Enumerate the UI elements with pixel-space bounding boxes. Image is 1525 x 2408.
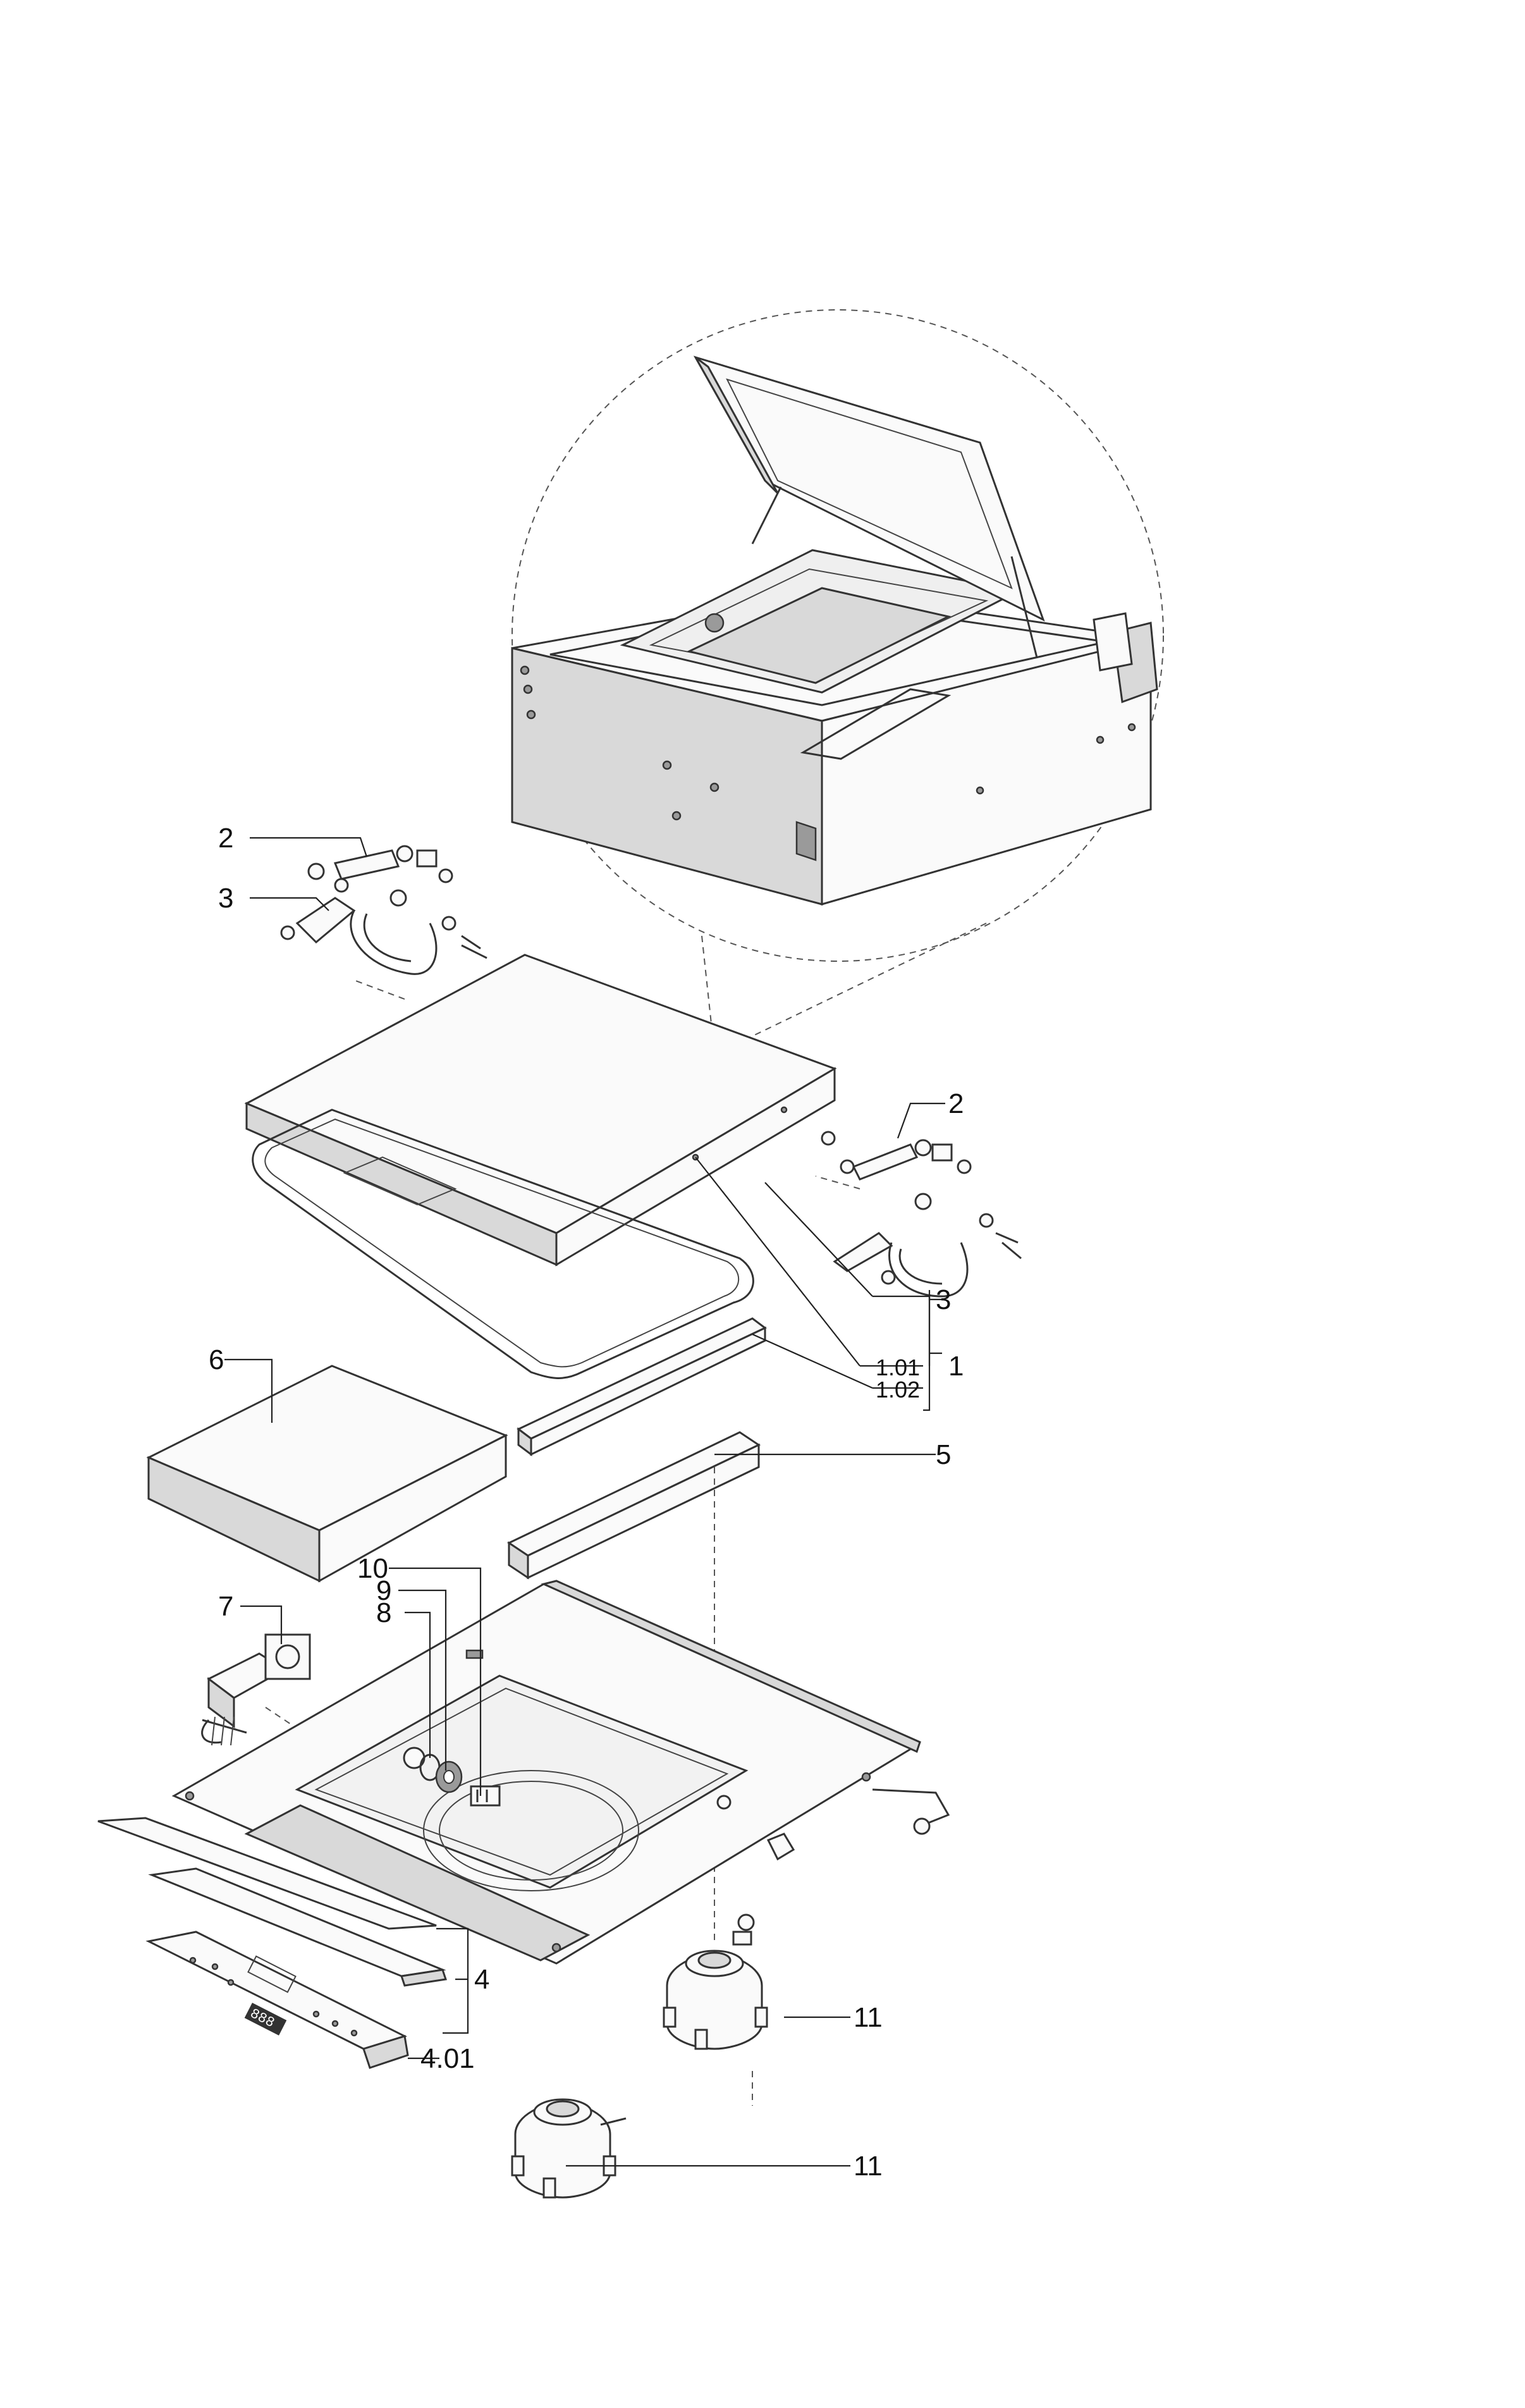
sealing-bar-5 — [506, 1431, 761, 1580]
hinge-bracket-right — [833, 1193, 1022, 1298]
assembled-vacuum-machine — [511, 355, 1158, 906]
seal-bar-1-01 — [517, 1317, 767, 1456]
fitting-10 — [470, 1785, 501, 1807]
callout-1: 1 — [948, 1351, 964, 1382]
callout-1-01: 1.01 — [876, 1354, 920, 1380]
callout-4: 4 — [474, 1964, 489, 1995]
foot-11-left — [511, 2098, 627, 2199]
lid-gasket-1-02 — [252, 1109, 754, 1379]
hinge-bracket-left — [280, 889, 487, 975]
callout-1-02: 1.02 — [876, 1377, 920, 1403]
base-tray — [171, 1580, 950, 1965]
callout-2-left: 2 — [218, 823, 233, 854]
callout-3-left: 3 — [218, 883, 233, 914]
callout-2-right: 2 — [948, 1088, 964, 1119]
callout-labels: 2 3 2 3 1.01 1 1.02 6 5 10 9 8 7 11 4 4.… — [209, 823, 964, 2182]
panel-cover-4 — [97, 1817, 447, 1987]
callout-10: 10 — [357, 1553, 388, 1584]
strut-assembly-left — [307, 845, 453, 893]
callout-6: 6 — [209, 1344, 224, 1375]
callout-9: 9 — [376, 1575, 391, 1606]
callout-3-right: 3 — [936, 1284, 951, 1315]
lid-1 — [244, 954, 837, 1267]
callout-11-left: 11 — [854, 2151, 883, 2182]
foot-11-right — [663, 1950, 768, 2050]
callout-4-01: 4.01 — [420, 2043, 475, 2074]
solenoid-valve-7 — [201, 1633, 311, 1746]
insert-plate-6 — [146, 1365, 508, 1583]
callout-11-right: 11 — [854, 2002, 883, 2033]
callout-7: 7 — [218, 1591, 233, 1622]
strut-assembly-right — [821, 1131, 972, 1181]
leader-lines — [224, 837, 945, 2167]
detail-view-circle — [511, 309, 1164, 1054]
callout-5: 5 — [936, 1439, 951, 1470]
washer-9 — [435, 1760, 463, 1793]
callout-8: 8 — [376, 1597, 391, 1628]
